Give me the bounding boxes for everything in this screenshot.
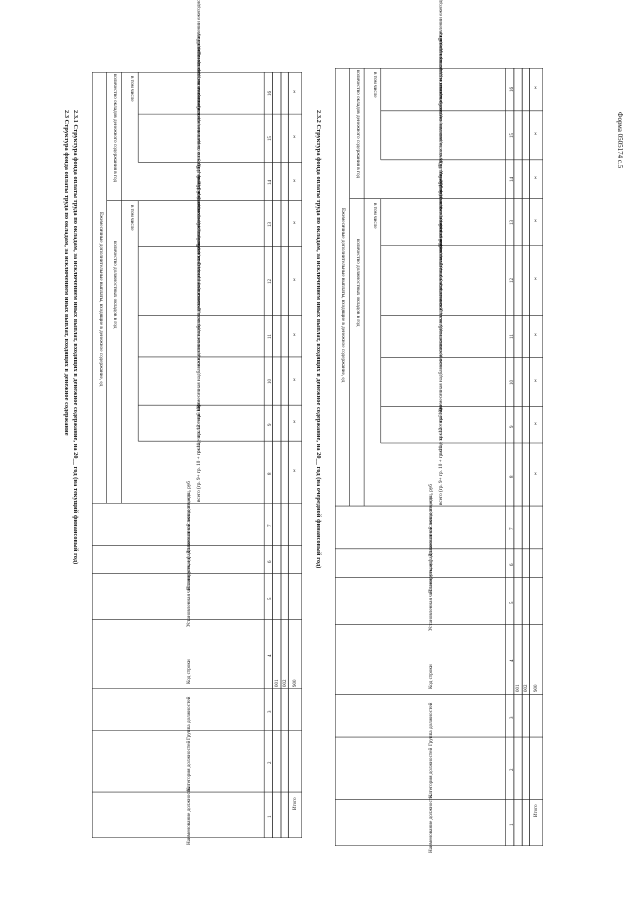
column-number-9: 9 (509, 425, 515, 428)
column-header-1: Наименование должности (427, 794, 434, 853)
column-number-13: 13 (509, 220, 515, 226)
column-number-16: 16 (268, 91, 274, 97)
x-mark-11: x (534, 333, 537, 339)
heading-2-3: 2.3 Структура фонда оплаты труда по окла… (63, 110, 70, 436)
column-header-16: единовременная выплата при предоставлени… (196, 0, 202, 124)
x-mark-8: x (293, 469, 296, 475)
row-total-label: Итого (534, 804, 540, 818)
column-number-10: 10 (268, 379, 274, 385)
column-header-3: Группа должностей (427, 702, 434, 746)
column-number-9: 9 (268, 423, 274, 427)
column-number-11: 11 (268, 334, 274, 340)
row-total-label: Итого (293, 797, 299, 811)
column-number-4: 4 (268, 654, 274, 658)
column-number-8: 8 (268, 472, 274, 476)
group-header: Ежемесячные дополнительные выплаты, вход… (340, 208, 347, 383)
heading-2-3-1: 2.3.1 Структура фонда оплаты труда по ок… (72, 110, 79, 565)
x-mark-8: x (534, 471, 537, 477)
x-mark-15: x (293, 135, 296, 141)
group-header: Ежемесячные дополнительные выплаты, вход… (97, 212, 104, 387)
column-number-15: 15 (268, 136, 274, 142)
row-code-900: 900 (293, 679, 299, 687)
table-2-3-2: Наименование должности 1 Категория должнос… (335, 0, 543, 853)
monthly-subheader: количество должностных окладов в год (112, 240, 119, 329)
x-mark-12: x (293, 278, 296, 284)
heading-2-3-2: 2.3.2 Структура фонда оплаты труда по ок… (315, 110, 322, 569)
column-number-8: 8 (509, 475, 515, 478)
x-mark-13: x (293, 220, 296, 226)
column-number-16: 16 (509, 87, 515, 93)
form-code: Форма 0505174 с.5 (616, 112, 624, 169)
x-mark-13: x (534, 219, 537, 225)
in-total-label-monthly: в том числе (371, 202, 378, 229)
column-header-2: Категория должностей (427, 747, 434, 799)
column-header-16: единовременная выплата при предоставлени… (438, 0, 444, 120)
column-number-6: 6 (268, 560, 274, 563)
x-mark-12: x (534, 277, 537, 283)
column-header-9: оклад за классный чин (438, 404, 444, 455)
column-number-12: 12 (268, 279, 274, 285)
column-number-6: 6 (509, 563, 515, 567)
column-number-12: 12 (509, 278, 515, 284)
column-number-5: 5 (509, 601, 515, 604)
column-number-1: 1 (509, 823, 515, 826)
x-mark-16: x (293, 90, 296, 96)
x-mark-10: x (534, 378, 537, 384)
column-number-5: 5 (268, 597, 274, 600)
row-code-001: 001 (274, 679, 280, 687)
other-subheader: количество окладов денежного содержания … (112, 74, 119, 183)
row-code-002: 002 (523, 684, 529, 693)
x-mark-14: x (293, 178, 296, 184)
row-code-001: 001 (516, 684, 522, 693)
x-mark-11: x (293, 333, 296, 339)
column-header-4: Код строки (185, 659, 192, 685)
column-number-11: 11 (509, 334, 515, 340)
column-header-14: всего (гр. 15 + гр. 16) (196, 164, 202, 212)
column-header-7: Должностной оклад в месяц, руб (185, 481, 192, 555)
table-2-3-1: Наименование должности 1 Категория должнос… (92, 0, 302, 845)
column-number-1: 1 (268, 815, 274, 819)
column-number-7: 7 (268, 524, 274, 528)
x-mark-14: x (534, 176, 537, 182)
column-header-4: Код строки (427, 664, 434, 690)
column-number-13: 13 (268, 221, 274, 227)
column-number-10: 10 (509, 379, 515, 385)
column-number-3: 3 (509, 716, 515, 719)
in-total-label-other: в том числе (371, 72, 378, 98)
column-number-3: 3 (268, 710, 274, 713)
column-number-4: 4 (509, 659, 515, 663)
x-mark-9: x (293, 420, 296, 426)
in-total-label-other: в том числе (129, 76, 135, 102)
in-total-label-monthly: в том числе (129, 204, 135, 231)
column-header-2: Категория должностей (185, 741, 192, 792)
column-header-14: всего (гр. 15 + гр. 16) (438, 162, 444, 210)
x-mark-10: x (293, 378, 296, 384)
monthly-subheader: количество должностных окладов в год (354, 238, 361, 327)
x-mark-15: x (534, 132, 537, 138)
column-number-15: 15 (509, 133, 515, 139)
row-code-002: 002 (282, 679, 288, 687)
x-mark-9: x (534, 421, 537, 427)
column-number-14: 14 (509, 177, 515, 183)
column-header-7: Должностной оклад в месяц, руб (427, 484, 434, 558)
x-mark-16: x (534, 86, 537, 92)
column-header-1: Наименование должности (185, 787, 192, 846)
row-code-900: 900 (534, 684, 540, 693)
column-number-2: 2 (509, 768, 515, 772)
column-header-3: Группа должностей (185, 696, 192, 740)
other-subheader: количество окладов денежного содержания … (354, 70, 361, 179)
column-number-14: 14 (268, 179, 274, 185)
